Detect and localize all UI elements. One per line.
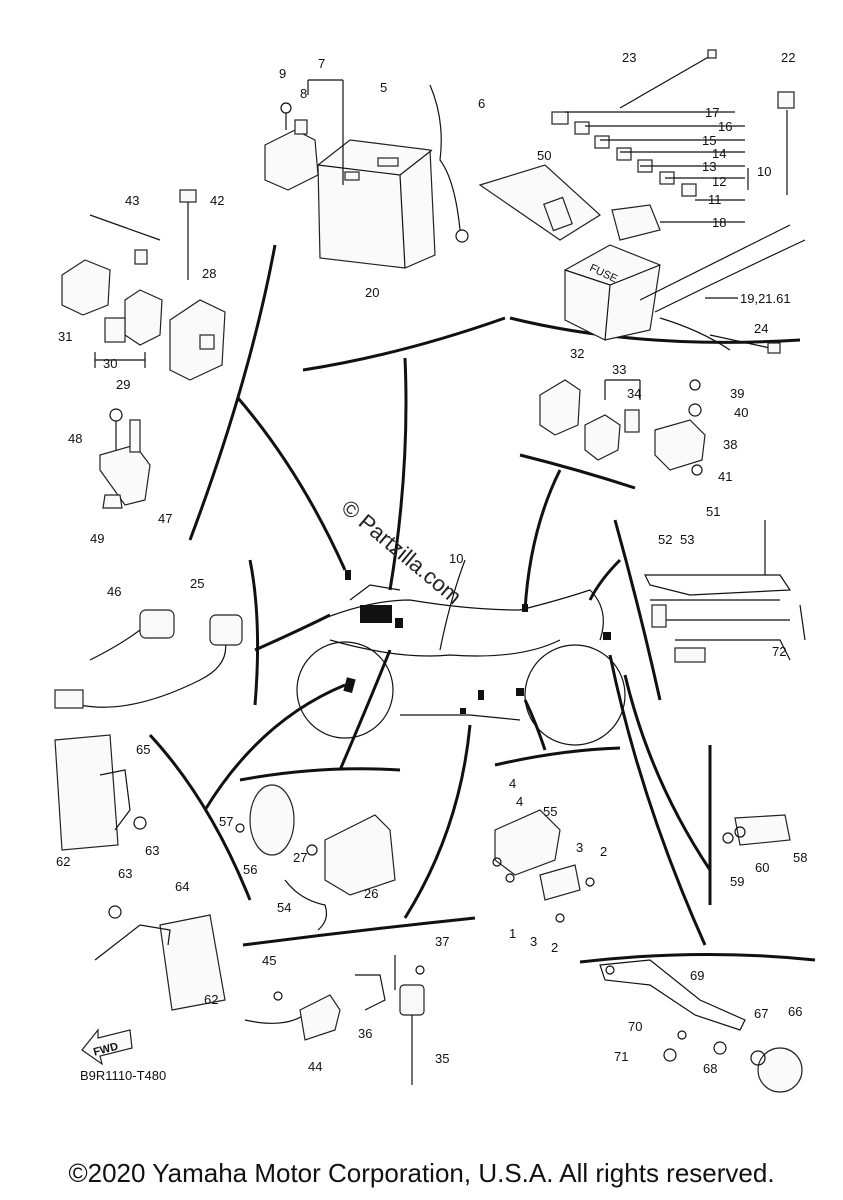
part-label-44: 44 [308, 1059, 322, 1074]
part-label-16: 16 [718, 119, 732, 134]
part-label-29: 29 [116, 377, 130, 392]
part-label-57: 57 [219, 814, 233, 829]
part-label-42: 42 [210, 193, 224, 208]
battery-group [264, 79, 469, 269]
sensor-group-47 [99, 408, 151, 509]
part-label-56: 56 [243, 862, 257, 877]
part-label-6: 6 [478, 96, 485, 111]
part-label-2-top: 2 [600, 844, 607, 859]
part-label-2-bottom: 2 [551, 940, 558, 955]
part-label-4-bottom: 4 [516, 794, 523, 809]
part-label-9: 9 [279, 66, 286, 81]
forward-arrow-icon: FWD [81, 1028, 133, 1066]
sensor-group-bottom [244, 955, 425, 1085]
fuse-group [478, 49, 806, 354]
part-label-71: 71 [614, 1049, 628, 1064]
part-label-27: 27 [293, 850, 307, 865]
sensor-group-46 [54, 609, 243, 709]
part-label-12: 12 [712, 174, 726, 189]
part-label-15: 15 [702, 133, 716, 148]
part-label-11: 11 [708, 192, 722, 207]
relay-group-right [539, 379, 706, 476]
copyright-notice: ©2020 Yamaha Motor Corporation, U.S.A. A… [68, 1158, 775, 1188]
part-label-24: 24 [754, 321, 768, 336]
part-label-1: 1 [509, 926, 516, 941]
part-label-41: 41 [718, 469, 732, 484]
part-label-47: 47 [158, 511, 172, 526]
part-label-33: 33 [612, 362, 626, 377]
part-label-32: 32 [570, 346, 584, 361]
part-label-66: 66 [788, 1004, 802, 1019]
part-label-36: 36 [358, 1026, 372, 1041]
part-label-26: 26 [364, 886, 378, 901]
section-dividers [148, 244, 816, 964]
part-label-58: 58 [793, 850, 807, 865]
part-label-55: 55 [543, 804, 557, 819]
part-label-3-top: 3 [576, 840, 583, 855]
part-label-63-bottom: 63 [118, 866, 132, 881]
bracket-group [599, 959, 803, 1093]
part-label-31: 31 [58, 329, 72, 344]
part-label-39: 39 [730, 386, 744, 401]
part-label-64: 64 [175, 879, 189, 894]
part-label-53: 53 [680, 532, 694, 547]
part-label-49: 49 [90, 531, 104, 546]
part-labels: 9 7 8 5 6 23 22 17 16 15 14 13 10 12 11 … [56, 50, 807, 1076]
part-label-60: 60 [755, 860, 769, 875]
part-label-19-21-61: 19,21.61 [740, 291, 791, 306]
reflector-group-right [722, 814, 791, 846]
part-label-70: 70 [628, 1019, 642, 1034]
part-label-43: 43 [125, 193, 139, 208]
part-label-4-top: 4 [509, 776, 516, 791]
part-label-5: 5 [380, 80, 387, 95]
part-label-65: 65 [136, 742, 150, 757]
part-label-20: 20 [365, 285, 379, 300]
reflector-group-left [54, 734, 226, 1011]
part-label-52: 52 [658, 532, 672, 547]
part-label-63-top: 63 [145, 843, 159, 858]
part-label-3-bottom: 3 [530, 934, 537, 949]
part-label-69: 69 [690, 968, 704, 983]
part-label-30: 30 [103, 356, 117, 371]
relay-group-left [61, 189, 226, 381]
part-label-45: 45 [262, 953, 276, 968]
part-label-51: 51 [706, 504, 720, 519]
part-label-38: 38 [723, 437, 737, 452]
part-label-35: 35 [435, 1051, 449, 1066]
part-label-72: 72 [772, 644, 786, 659]
part-label-23: 23 [622, 50, 636, 65]
part-label-68: 68 [703, 1061, 717, 1076]
frame-group [644, 520, 806, 663]
regulator-group [492, 809, 595, 923]
part-label-18: 18 [712, 215, 726, 230]
leader-lines [203, 357, 712, 946]
part-label-28: 28 [202, 266, 216, 281]
part-label-8: 8 [300, 86, 307, 101]
part-label-62-bottom: 62 [204, 992, 218, 1007]
motorcycle-outline [296, 559, 626, 746]
horn-ecu-group [235, 784, 396, 931]
part-label-37: 37 [435, 934, 449, 949]
exploded-parts-diagram: FWD FUSE © Partzilla.com B9R1110-T480 9 … [54, 49, 816, 1093]
part-label-34: 34 [627, 386, 641, 401]
part-label-10-center: 10 [449, 551, 463, 566]
part-label-67: 67 [754, 1006, 768, 1021]
part-label-14: 14 [712, 146, 726, 161]
part-label-7: 7 [318, 56, 325, 71]
part-label-62-top: 62 [56, 854, 70, 869]
part-label-46: 46 [107, 584, 121, 599]
part-label-22: 22 [781, 50, 795, 65]
part-label-13: 13 [702, 159, 716, 174]
diagram-code: B9R1110-T480 [80, 1068, 166, 1083]
part-label-40: 40 [734, 405, 748, 420]
part-label-54: 54 [277, 900, 291, 915]
part-label-59: 59 [730, 874, 744, 889]
part-label-17: 17 [705, 105, 719, 120]
part-label-48: 48 [68, 431, 82, 446]
part-label-25: 25 [190, 576, 204, 591]
part-label-10-top: 10 [757, 164, 771, 179]
part-label-50: 50 [537, 148, 551, 163]
